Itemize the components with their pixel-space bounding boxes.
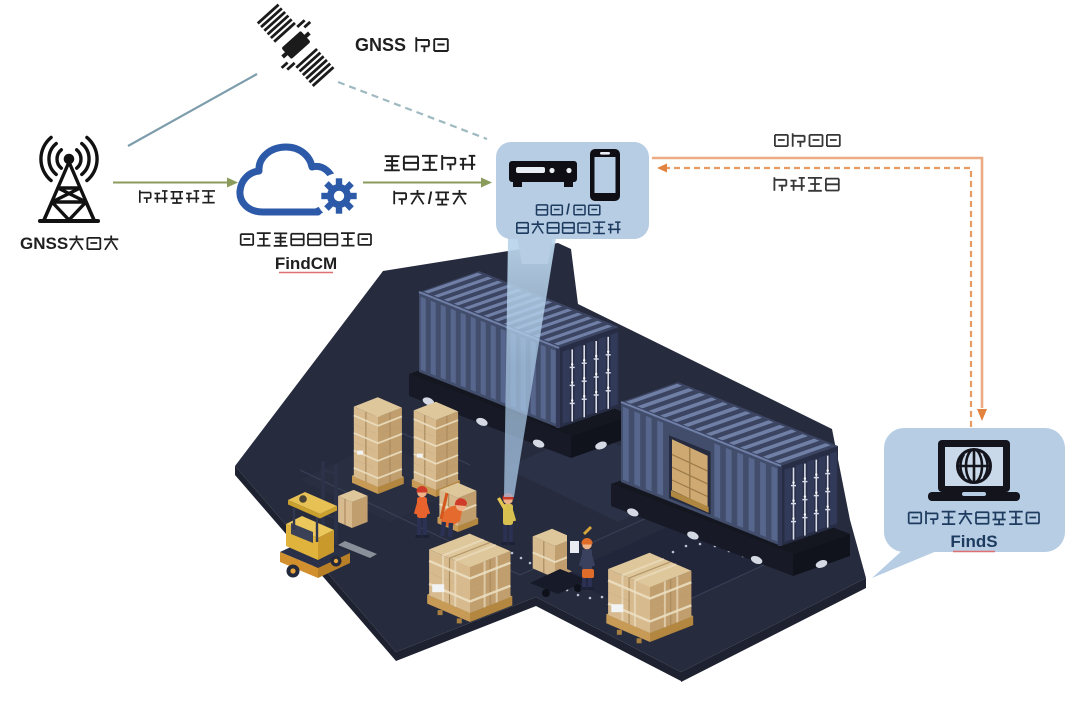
svg-text:/: / xyxy=(566,203,570,219)
svg-text:GNSS: GNSS xyxy=(20,234,68,253)
svg-text:FindS: FindS xyxy=(950,532,997,551)
svg-text:/: / xyxy=(428,189,433,208)
svg-text:FindCM: FindCM xyxy=(275,254,337,273)
svg-text:GNSS: GNSS xyxy=(355,35,406,55)
